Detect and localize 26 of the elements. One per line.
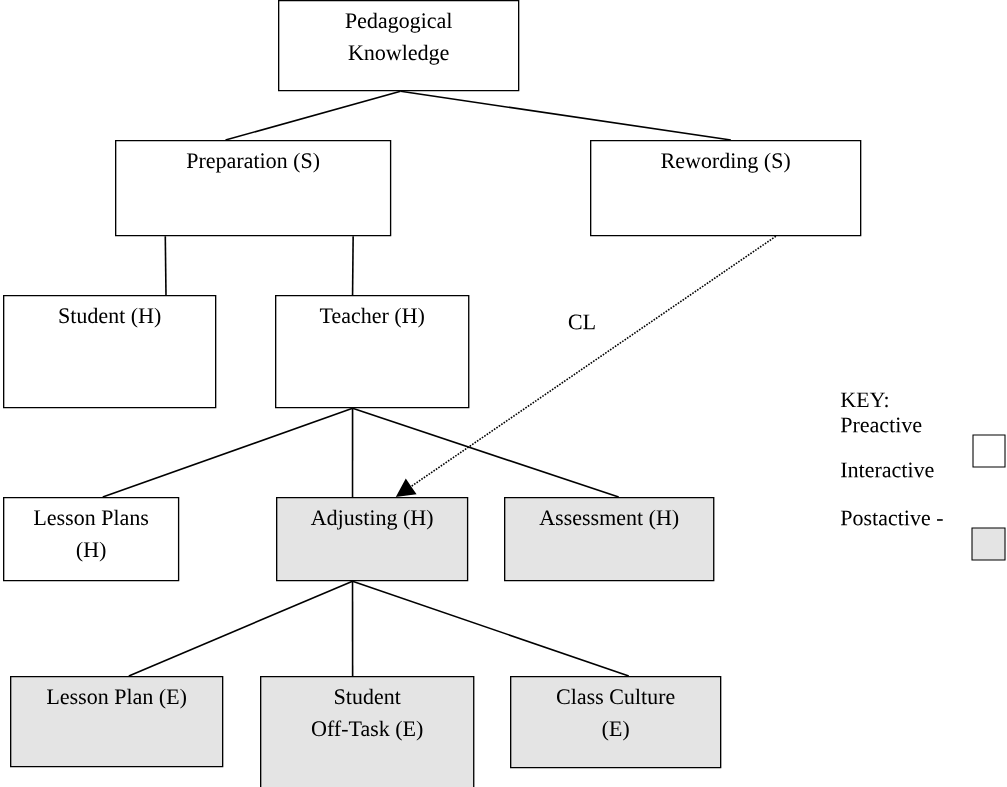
- box: Teacher (H): [275, 295, 470, 409]
- edge-label: CL: [566, 313, 598, 331]
- shaded-box: Lesson Plan (E): [10, 676, 224, 768]
- connector-line: [351, 580, 354, 677]
- connector-line: [351, 407, 620, 498]
- legend-label: Postactive -: [840, 510, 943, 526]
- legend-label: Preactive: [840, 417, 922, 433]
- connector-line: [351, 235, 354, 296]
- legend-label: Interactive: [841, 462, 934, 478]
- box: Pedagogical Knowledge: [278, 0, 520, 92]
- shaded-box: Class Culture (E): [510, 676, 722, 769]
- connector-line: [224, 90, 402, 141]
- shaded-box: Adjusting (H): [276, 497, 469, 582]
- connector-line: [164, 235, 167, 296]
- connector-line: [351, 580, 630, 677]
- shaded-box: Student Off-Task (E): [260, 676, 475, 787]
- box: Preparation (S): [115, 140, 392, 237]
- connector-line: [399, 90, 732, 141]
- box: Lesson Plans (H): [3, 497, 180, 582]
- connector-line: [128, 580, 354, 677]
- box: Student (H): [3, 295, 217, 409]
- key-heading: KEY:: [840, 392, 888, 408]
- box: Rewording (S): [590, 140, 862, 237]
- connector-line: [101, 407, 354, 498]
- connector-line: [351, 407, 354, 498]
- shaded-box: Assessment (H): [504, 497, 715, 582]
